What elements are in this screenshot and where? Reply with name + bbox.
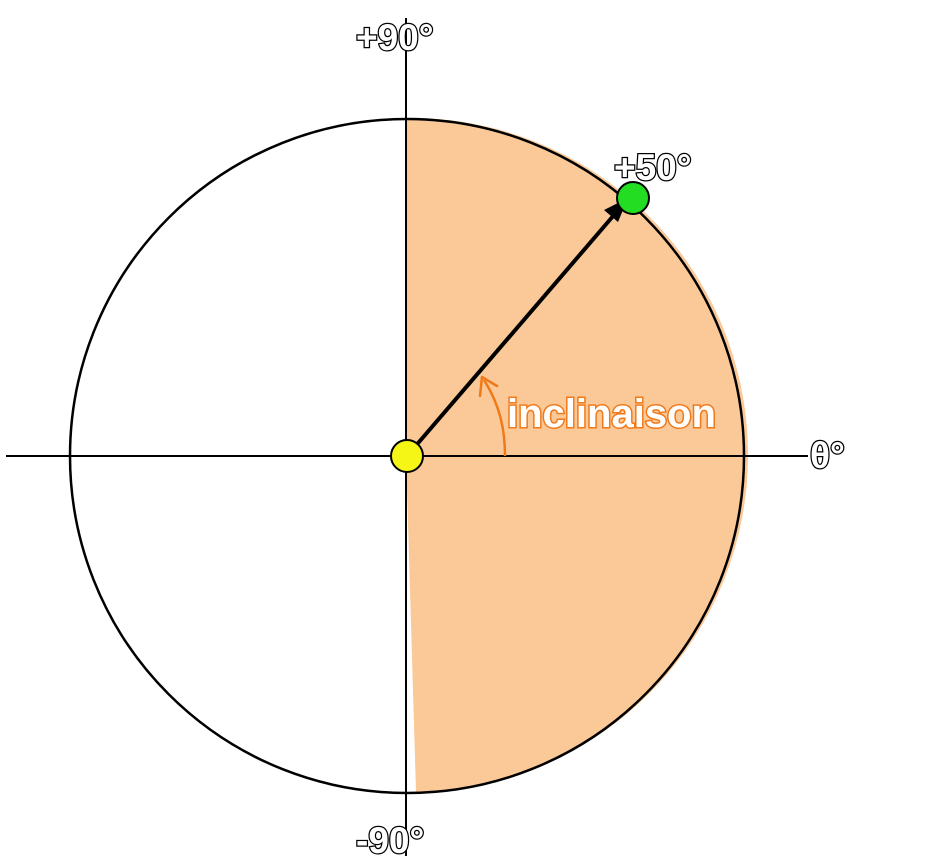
angle-arc bbox=[482, 379, 507, 457]
inclination-label: inclinaison bbox=[507, 392, 716, 436]
right-half-sector bbox=[406, 117, 749, 793]
axis-label: θ° bbox=[810, 435, 845, 476]
bottom-label: -90° bbox=[356, 820, 424, 861]
top-label: +90° bbox=[356, 17, 434, 58]
angle-arc-arrowhead bbox=[478, 375, 499, 398]
inclination-vector bbox=[405, 206, 622, 458]
point-label: +50° bbox=[614, 147, 692, 188]
point-marker bbox=[616, 181, 650, 215]
origin-marker bbox=[390, 439, 424, 473]
